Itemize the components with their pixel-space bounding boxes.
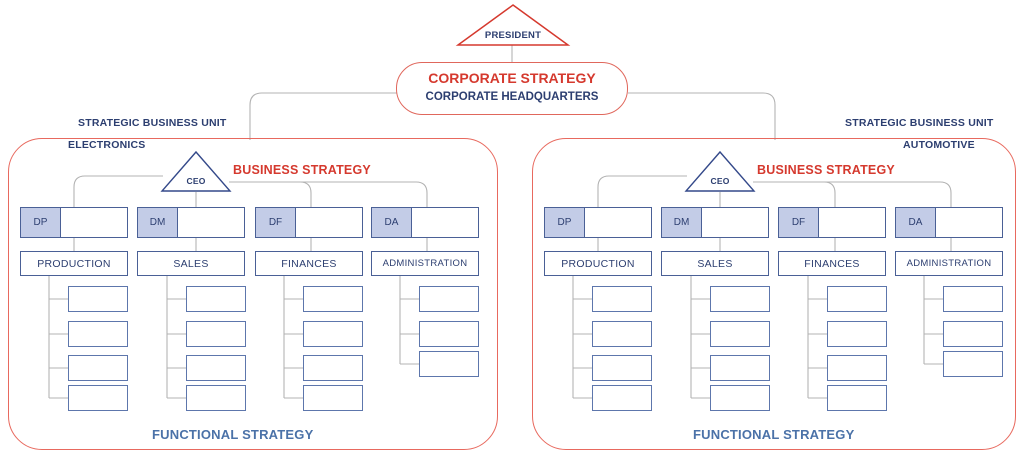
leaf-box[interactable] bbox=[186, 321, 246, 347]
corporate-headquarters-box bbox=[396, 62, 628, 115]
leaf-box[interactable] bbox=[592, 321, 652, 347]
leaf-box[interactable] bbox=[419, 286, 479, 312]
dept-tag-dm-electronics: DM bbox=[138, 208, 178, 237]
dept-tag-dp-automotive: DP bbox=[545, 208, 585, 237]
leaf-box[interactable] bbox=[186, 286, 246, 312]
dept-box-df-automotive[interactable]: DF bbox=[778, 207, 886, 238]
leaf-box[interactable] bbox=[68, 286, 128, 312]
sbu-automotive-container bbox=[532, 138, 1016, 450]
leaf-box[interactable] bbox=[68, 385, 128, 411]
sbu-automotive-unit-label: STRATEGIC BUSINESS UNIT bbox=[845, 117, 994, 129]
dept-box-da-electronics[interactable]: DA bbox=[371, 207, 479, 238]
ceo-triangle-automotive bbox=[684, 150, 756, 192]
dept-tag-text: DP bbox=[557, 217, 572, 228]
ceo-label-automotive: CEO bbox=[710, 176, 730, 186]
leaf-box[interactable] bbox=[827, 286, 887, 312]
dept-box-dp-electronics[interactable]: DP bbox=[20, 207, 128, 238]
leaf-box[interactable] bbox=[592, 286, 652, 312]
leaf-box[interactable] bbox=[710, 286, 770, 312]
leaf-box[interactable] bbox=[68, 355, 128, 381]
dept-tag-df-automotive: DF bbox=[779, 208, 819, 237]
corporate-headquarters-label: CORPORATE HEADQUARTERS bbox=[425, 91, 599, 103]
dept-box-dm-electronics[interactable]: DM bbox=[137, 207, 245, 238]
leaf-box[interactable] bbox=[303, 355, 363, 381]
dept-tag-text: DF bbox=[268, 217, 283, 228]
dept-name-production-automotive[interactable]: PRODUCTION bbox=[544, 251, 652, 276]
dept-name-production-electronics[interactable]: PRODUCTION bbox=[20, 251, 128, 276]
dept-name-sales-automotive[interactable]: SALES bbox=[661, 251, 769, 276]
sbu-electronics-name: ELECTRONICS bbox=[68, 139, 146, 151]
dept-name-administration-automotive[interactable]: ADMINISTRATION bbox=[895, 251, 1003, 276]
dept-tag-text: DA bbox=[908, 217, 923, 228]
president-text: PRESIDENT bbox=[484, 30, 542, 41]
leaf-box[interactable] bbox=[303, 321, 363, 347]
dept-tag-text: DF bbox=[791, 217, 806, 228]
president-triangle bbox=[455, 4, 571, 46]
leaf-box[interactable] bbox=[710, 355, 770, 381]
leaf-box[interactable] bbox=[592, 355, 652, 381]
leaf-box[interactable] bbox=[710, 321, 770, 347]
leaf-box[interactable] bbox=[186, 355, 246, 381]
dept-box-df-electronics[interactable]: DF bbox=[255, 207, 363, 238]
dept-tag-da-automotive: DA bbox=[896, 208, 936, 237]
leaf-box[interactable] bbox=[419, 321, 479, 347]
dept-box-dp-automotive[interactable]: DP bbox=[544, 207, 652, 238]
leaf-box[interactable] bbox=[303, 286, 363, 312]
dept-tag-da-electronics: DA bbox=[372, 208, 412, 237]
business-strategy-label-electronics: BUSINESS STRATEGY bbox=[233, 163, 371, 177]
sbu-electronics-container bbox=[8, 138, 498, 450]
leaf-box[interactable] bbox=[419, 351, 479, 377]
dept-tag-df-electronics: DF bbox=[256, 208, 296, 237]
leaf-box[interactable] bbox=[943, 286, 1003, 312]
leaf-box[interactable] bbox=[827, 355, 887, 381]
dept-tag-dm-automotive: DM bbox=[662, 208, 702, 237]
leaf-box[interactable] bbox=[186, 385, 246, 411]
dept-tag-dp-electronics: DP bbox=[21, 208, 61, 237]
dept-box-da-automotive[interactable]: DA bbox=[895, 207, 1003, 238]
ceo-triangle-electronics bbox=[160, 150, 232, 192]
leaf-box[interactable] bbox=[827, 321, 887, 347]
dept-name-administration-electronics[interactable]: ADMINISTRATION bbox=[371, 251, 479, 276]
leaf-box[interactable] bbox=[303, 385, 363, 411]
leaf-box[interactable] bbox=[68, 321, 128, 347]
dept-tag-text: DP bbox=[33, 217, 48, 228]
corporate-strategy-label: CORPORATE STRATEGY bbox=[428, 70, 596, 86]
functional-strategy-label-electronics: FUNCTIONAL STRATEGY bbox=[152, 427, 314, 442]
business-strategy-label-automotive: BUSINESS STRATEGY bbox=[757, 163, 895, 177]
ceo-label-electronics: CEO bbox=[186, 176, 206, 186]
leaf-box[interactable] bbox=[710, 385, 770, 411]
sbu-automotive-name: AUTOMOTIVE bbox=[903, 139, 975, 151]
dept-box-dm-automotive[interactable]: DM bbox=[661, 207, 769, 238]
leaf-box[interactable] bbox=[943, 351, 1003, 377]
dept-name-finances-automotive[interactable]: FINANCES bbox=[778, 251, 886, 276]
dept-tag-text: DA bbox=[384, 217, 399, 228]
dept-tag-text: DM bbox=[673, 217, 690, 228]
leaf-box[interactable] bbox=[827, 385, 887, 411]
leaf-box[interactable] bbox=[943, 321, 1003, 347]
dept-name-sales-electronics[interactable]: SALES bbox=[137, 251, 245, 276]
leaf-box[interactable] bbox=[592, 385, 652, 411]
sbu-electronics-unit-label: STRATEGIC BUSINESS UNIT bbox=[78, 117, 227, 129]
dept-name-finances-electronics[interactable]: FINANCES bbox=[255, 251, 363, 276]
functional-strategy-label-automotive: FUNCTIONAL STRATEGY bbox=[693, 427, 855, 442]
dept-tag-text: DM bbox=[149, 217, 166, 228]
